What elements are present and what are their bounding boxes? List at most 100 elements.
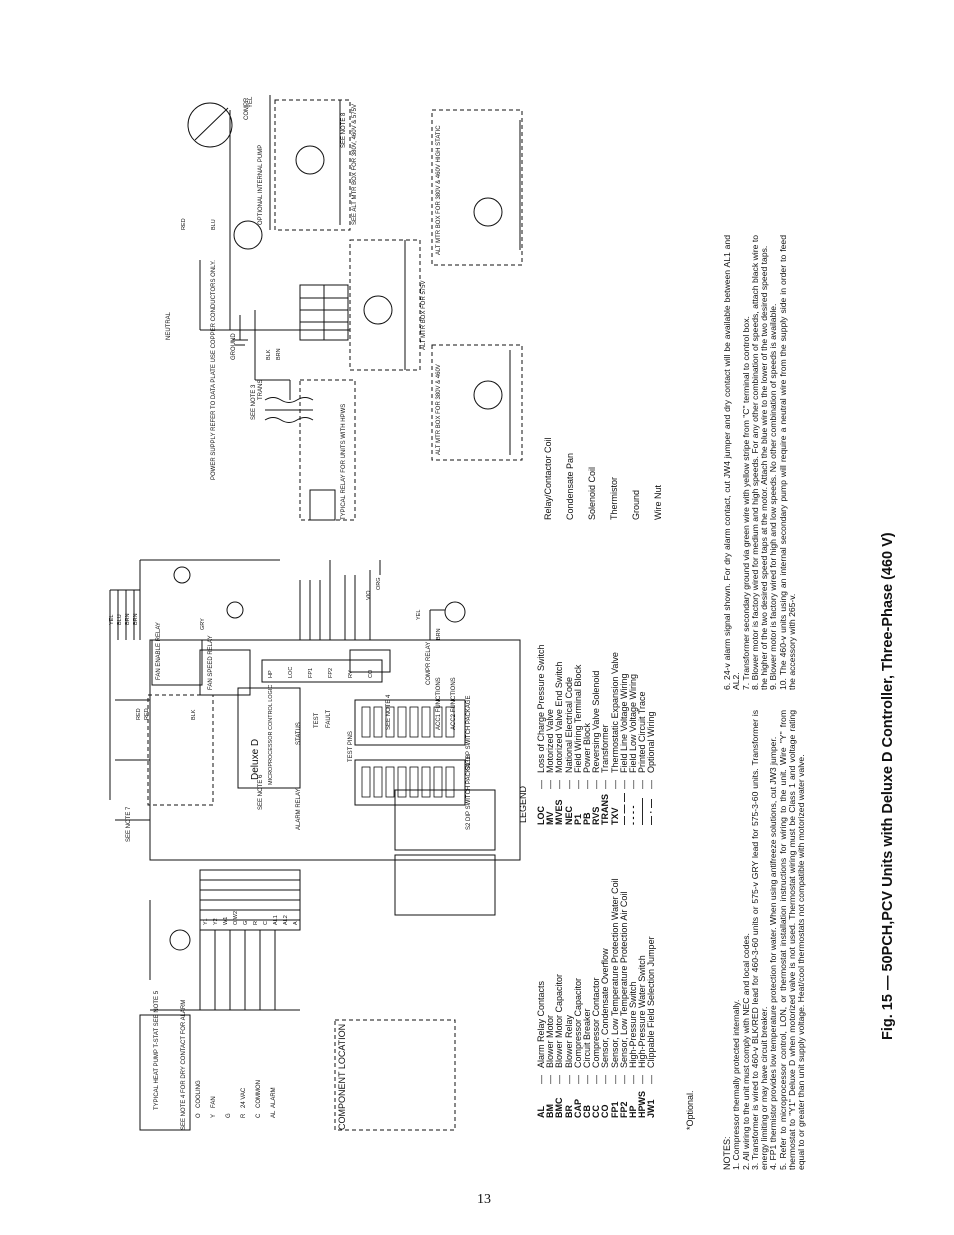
acc-relay-block-2 <box>394 854 496 916</box>
legend-symbol-column: Relay/Contactor Coil Condensate Pan Soleno… <box>537 437 669 560</box>
compressor-symbol <box>187 102 233 148</box>
label-see-note-7: SEE NOTE 7 <box>126 806 132 842</box>
svg-text:BLU: BLU <box>211 219 217 230</box>
note-item: 8. Blower motor is factory wired for med… <box>749 235 770 690</box>
label-acc1: ACC1 FUNCTIONS <box>436 677 442 730</box>
legend-dash: — <box>646 780 657 789</box>
label-alt-mtr-460: ALT MTR BOX FOR 380V & 460V <box>436 364 442 455</box>
deluxe-d-box <box>237 687 301 789</box>
label-dip-1: S1 DIP SWITCH PACKAGE <box>466 696 472 770</box>
blower-motor-4 <box>473 380 503 410</box>
label-alt-mtr-575v: ALT MTR BOX FOR 575V <box>421 281 427 350</box>
svg-text:O: O <box>196 1113 202 1118</box>
motorized-valve-symbol <box>169 929 191 951</box>
legend-item: Thermistor <box>603 437 625 560</box>
svg-text:AL1: AL1 <box>273 915 279 925</box>
note-item: 5. Refer to microprocessor control, LON,… <box>777 710 807 1170</box>
label-relay-hpws: TYPICAL RELAY FOR UNITS WITH HPWS <box>341 404 347 520</box>
svg-text:BLK: BLK <box>266 349 272 360</box>
figure-title: Fig. 15 — 50PCH,PCV Units with Deluxe D … <box>880 532 896 1040</box>
label-alt-mtr-hs: ALT MTR BOX FOR 380V & 460V HIGH STATIC <box>436 125 442 255</box>
legend-item: JW1—Clippable Field Selection Jumper <box>646 878 657 1118</box>
label-dip-2: S2 DIP SWITCH PACKAGE <box>466 756 472 830</box>
svg-text:C: C <box>263 921 269 925</box>
legend-dash: — <box>646 1075 657 1084</box>
blower-motor-3 <box>473 197 503 227</box>
label-optional-note: SEE NOTE 4 FOR DRY CONTACT FOR ALARM <box>181 1000 187 1130</box>
svg-text:O/W2: O/W2 <box>233 911 239 925</box>
legend-abbr: — · — <box>646 799 657 825</box>
label-yel: YEL <box>248 96 254 108</box>
note-item: 10. The 460-v units using an internal se… <box>777 235 798 690</box>
label-compr: COMPR <box>244 97 250 120</box>
controller-board-outline <box>149 639 521 861</box>
svg-text:COMMON: COMMON <box>256 1080 262 1108</box>
svg-text:BLU: BLU <box>117 614 123 625</box>
legend-item: Condensate Pan <box>559 437 581 560</box>
legend-desc: Solenoid Coil <box>587 466 597 520</box>
svg-text:AL2: AL2 <box>283 915 289 925</box>
svg-text:BLK: BLK <box>191 709 197 720</box>
label-ground: GROUND <box>231 333 237 360</box>
legend-desc: Wire Nut <box>653 484 663 520</box>
controller-subtitle: MICROPROCESSOR CONTROL LOGIC <box>268 685 274 785</box>
note-item: 3. Transformer is wired to 460-v BLK/RED… <box>749 710 770 1170</box>
svg-text:G: G <box>226 1113 232 1118</box>
svg-text:LOC: LOC <box>288 667 294 678</box>
dip-switch-package-2 <box>354 759 466 806</box>
svg-text:CO: CO <box>368 669 374 678</box>
acc-relay-block-1 <box>394 789 496 851</box>
fan-speed-relay-box <box>199 649 251 696</box>
thermostat-box <box>139 1014 191 1131</box>
svg-text:W1: W1 <box>223 917 229 925</box>
legend-desc: Condensate Pan <box>565 452 575 520</box>
svg-text:COOLING: COOLING <box>196 1080 202 1108</box>
svg-text:BRN: BRN <box>276 348 282 360</box>
label-see-note-6: SEE NOTE 6 <box>258 774 264 810</box>
blower-motor-2 <box>363 295 393 325</box>
svg-text:BRN: BRN <box>125 613 131 625</box>
label-test: TEST <box>314 712 320 728</box>
dip-switch-package-1 <box>354 699 466 746</box>
label-fan-enable-relay: FAN ENABLE RELAY <box>156 622 162 680</box>
legend-item: Wire Nut <box>647 437 669 560</box>
power-supply-note: POWER SUPPLY REFER TO DATA PLATE USE COP… <box>211 260 217 480</box>
svg-text:AL: AL <box>271 1110 277 1118</box>
svg-text:Y2: Y2 <box>213 918 219 925</box>
label-see-note-8: SEE NOTE 8 <box>341 112 347 148</box>
board-pin-labels: HP LOC FP1 FP2 RV CO <box>268 667 374 678</box>
label-status: STATUS <box>296 722 302 745</box>
svg-text:G: G <box>243 921 249 925</box>
label-see-note-3: SEE NOTE 3 <box>251 384 257 420</box>
fan-enable-relay-box <box>151 639 203 686</box>
svg-text:BRN: BRN <box>133 613 139 625</box>
label-acc2: ACC2 FUNCTIONS <box>451 677 457 730</box>
blower-motor-1 <box>295 145 325 175</box>
svg-text:RV: RV <box>348 670 354 678</box>
board-pin-row <box>261 659 383 683</box>
internal-pump-symbol <box>233 220 263 250</box>
label-see-note-4: SEE NOTE 4 <box>386 694 392 730</box>
svg-text:24 VAC: 24 VAC <box>241 1087 247 1108</box>
component-location-title: COMPONENT LOCATION <box>337 1024 347 1130</box>
svg-text:RED: RED <box>144 708 150 720</box>
label-typical-heat-pump: TYPICAL HEAT PUMP T-STAT SEE NOTE 5 <box>154 990 160 1110</box>
legend-item: Solenoid Coil <box>581 437 603 560</box>
svg-text:FP2: FP2 <box>328 668 334 678</box>
svg-text:VIO: VIO <box>366 590 372 600</box>
brz-coil-symbol <box>226 601 244 619</box>
label-test-pins: TEST PINS <box>348 731 354 762</box>
legend-desc: Ground <box>631 489 641 520</box>
component-location-box <box>334 1019 456 1131</box>
legend-item: — · ——Optional Wiring <box>646 644 657 825</box>
page-number: 13 <box>477 1192 491 1207</box>
svg-text:BRN: BRN <box>436 628 442 640</box>
svg-text:ALARM: ALARM <box>271 1087 277 1108</box>
label-optional-pump: OPTIONAL INTERNAL PUMP <box>258 145 264 225</box>
legend-desc: Relay/Contactor Coil <box>543 437 553 520</box>
label-trans: TRANS <box>258 380 264 400</box>
svg-text:Y: Y <box>211 1114 217 1118</box>
svg-text:RED: RED <box>181 218 187 230</box>
